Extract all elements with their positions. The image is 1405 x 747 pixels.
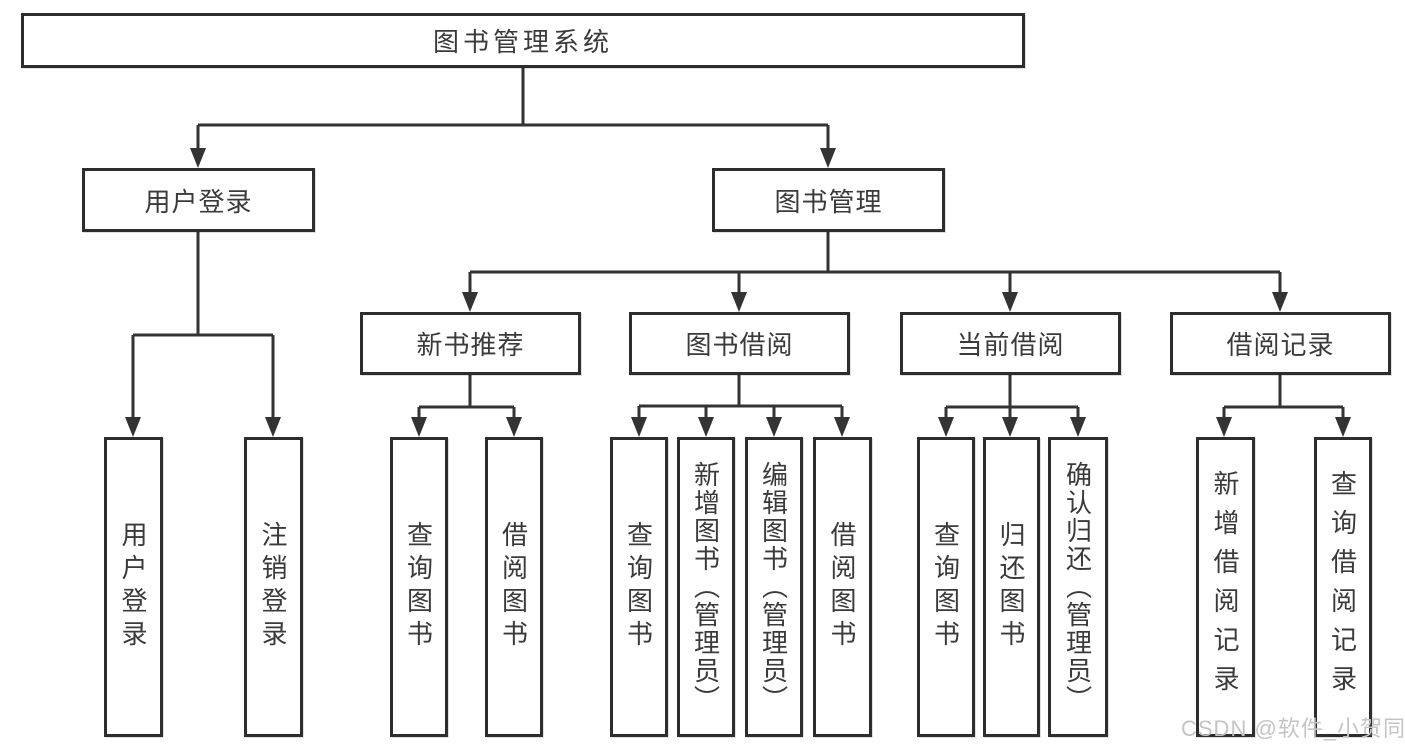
node-recommend-borrow-books: 借阅图书 (485, 437, 543, 737)
node-current-query-books: 查询图书 (917, 437, 975, 737)
node-library-system: 图书管理系统 (21, 13, 1025, 68)
node-recommend-query-books: 查询图书 (390, 437, 448, 737)
node-borrowing-borrow-books: 借阅图书 (813, 437, 872, 737)
node-book-management: 图书管理 (712, 168, 945, 232)
node-user-login-leaf: 用户登录 (104, 437, 163, 737)
connector-book-borrowing-children (631, 375, 850, 437)
node-current-confirm-return: 确认归还（管理员） (1048, 437, 1108, 737)
node-borrowing-query-books: 查询图书 (610, 437, 668, 737)
connector-current-borrowing-children (938, 375, 1086, 437)
connector-borrowing-records-children (1216, 375, 1351, 437)
node-records-query-record: 查询借阅记录 (1314, 437, 1372, 737)
node-logout: 注销登录 (244, 437, 303, 737)
node-current-borrowing: 当前借阅 (900, 312, 1121, 375)
node-borrowing-records: 借阅记录 (1170, 312, 1391, 375)
node-user-login: 用户登录 (82, 168, 315, 232)
csdn-watermark: CSDN @软件_小贺同学 (1181, 716, 1405, 741)
connector-user-login-children (125, 232, 281, 437)
connector-root-to-level2 (190, 68, 836, 168)
connector-book-management-children (462, 232, 1288, 312)
node-current-return-books: 归还图书 (983, 437, 1040, 737)
node-borrowing-edit-books: 编辑图书（管理员） (745, 437, 803, 737)
connector-new-book-recommend-children (411, 375, 522, 437)
node-borrowing-add-books: 新增图书（管理员） (677, 437, 735, 737)
node-records-add-record: 新增借阅记录 (1196, 437, 1255, 737)
node-new-book-recommend: 新书推荐 (360, 312, 581, 375)
node-book-borrowing: 图书借阅 (629, 312, 850, 375)
